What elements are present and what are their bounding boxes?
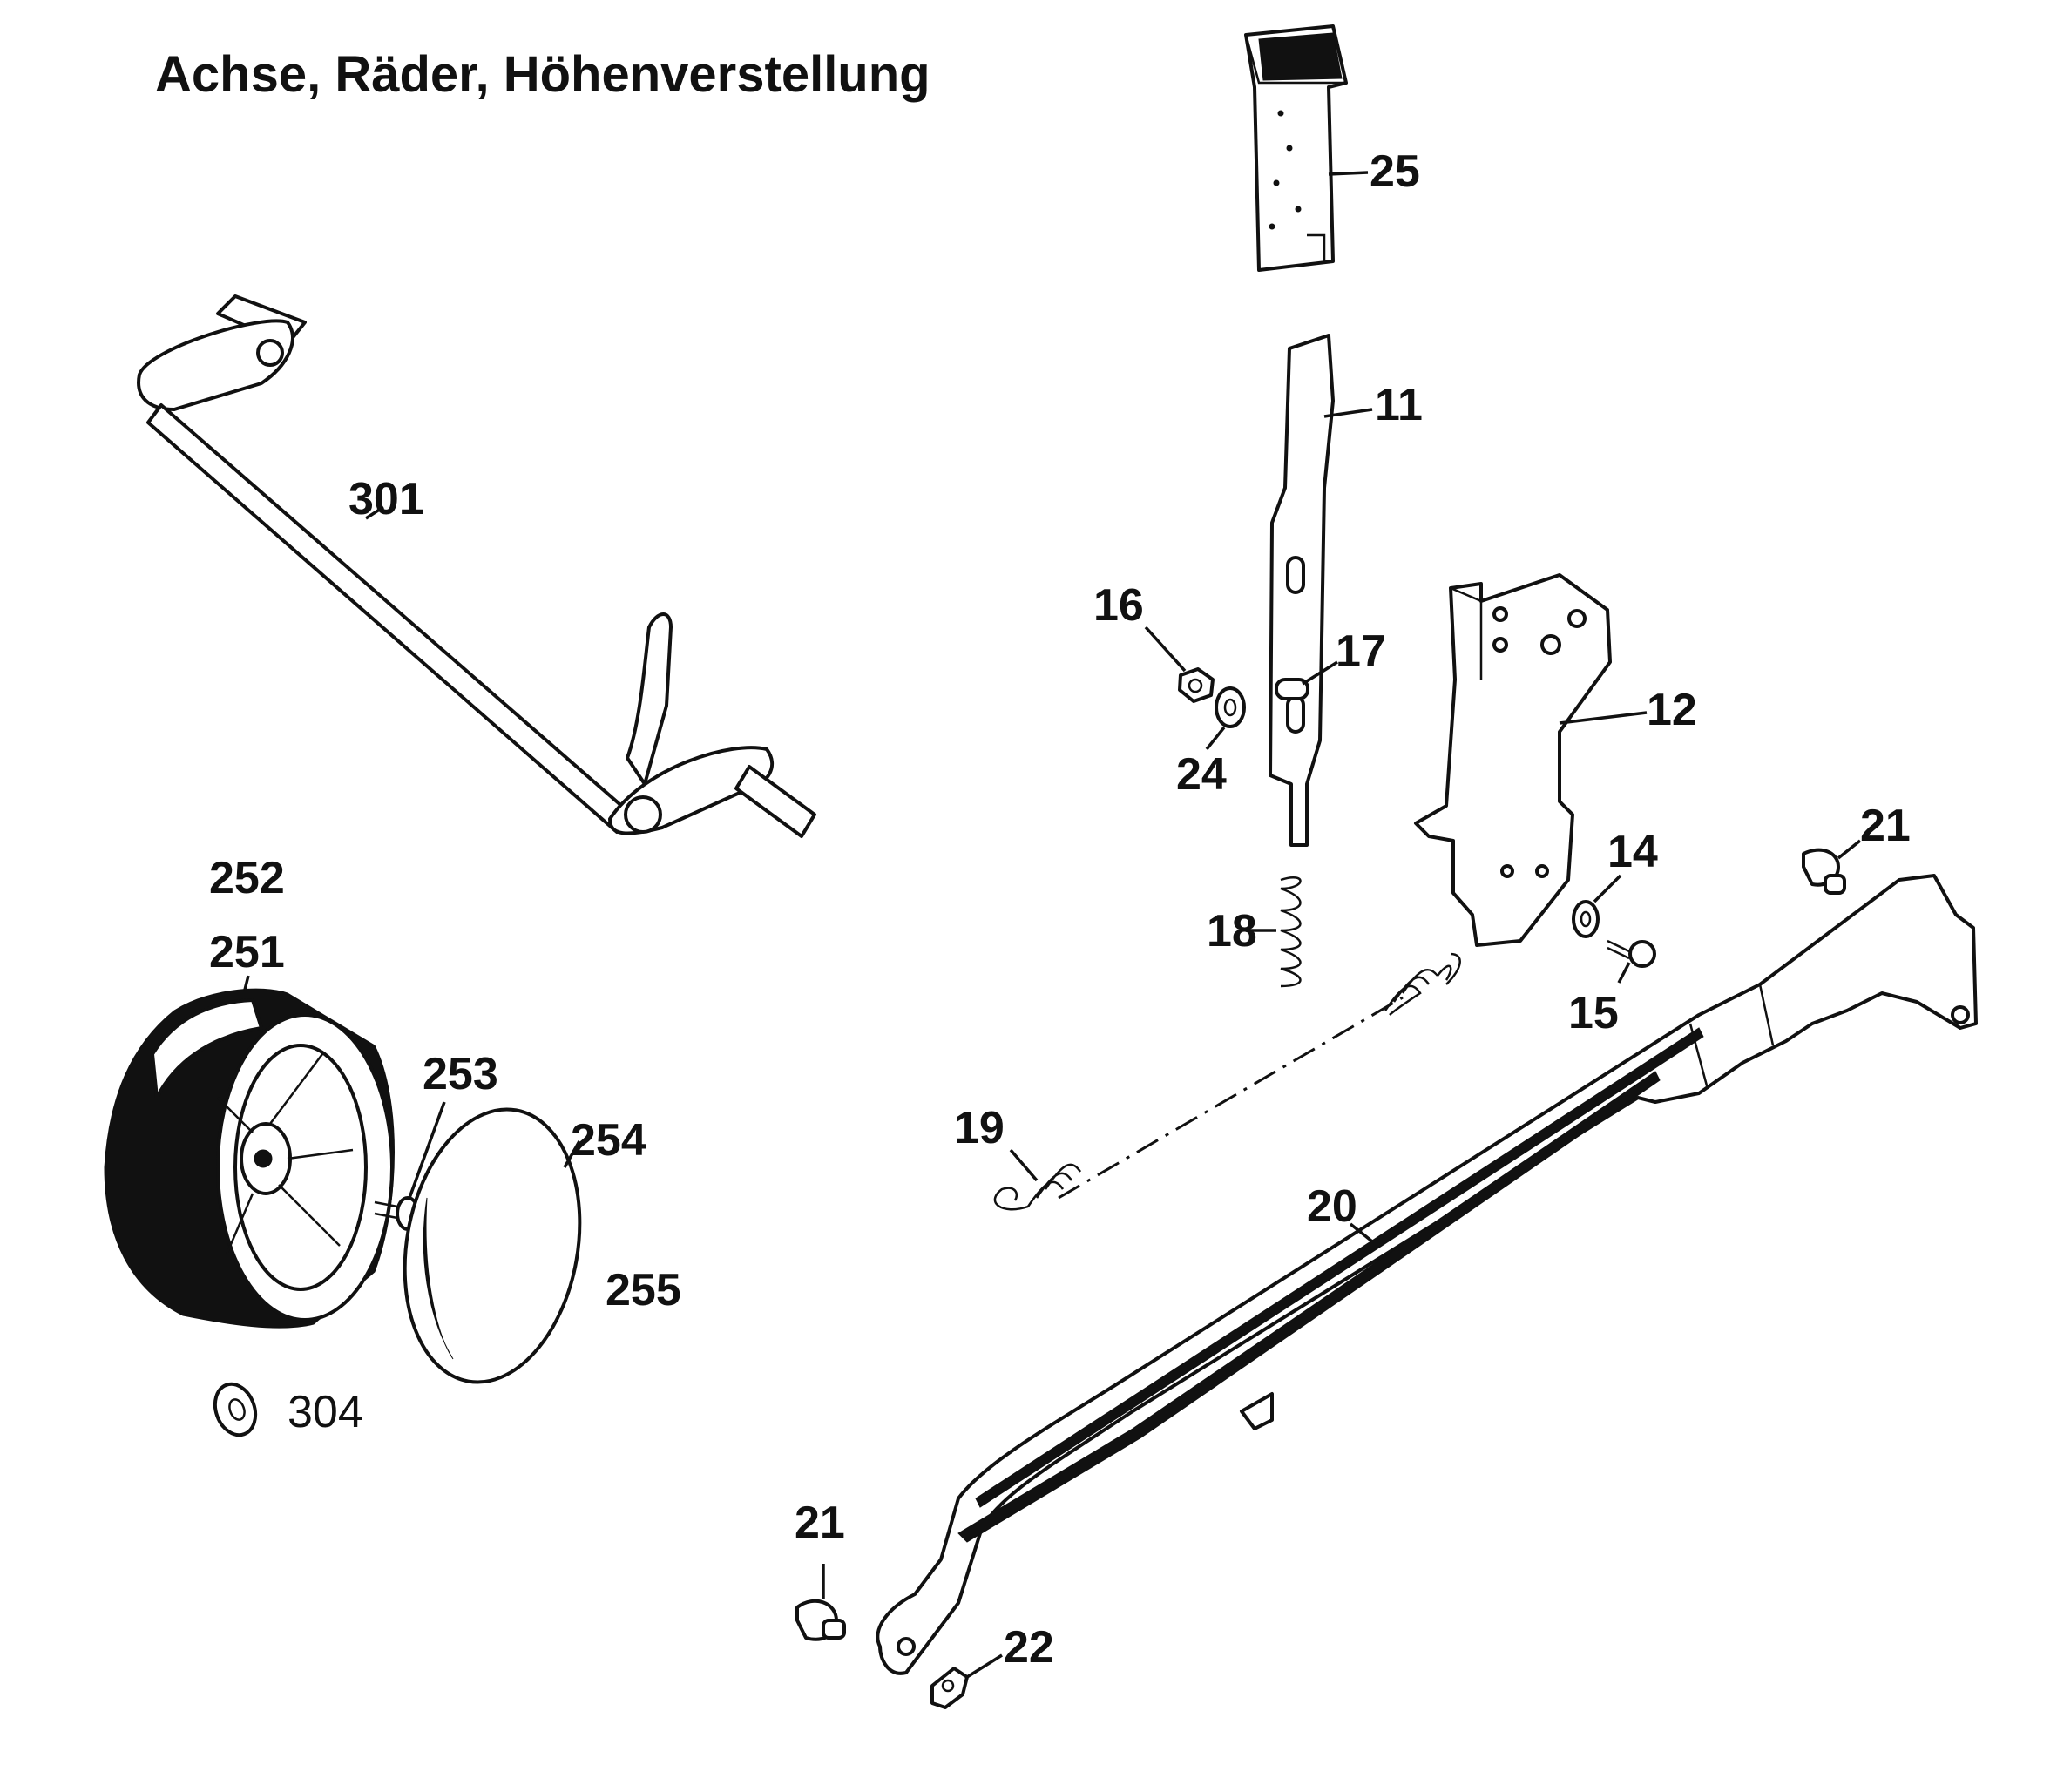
- label-304: 304: [288, 1387, 363, 1437]
- part-24-washer: [1215, 686, 1246, 728]
- label-252: 252: [209, 853, 285, 903]
- label-17: 17: [1336, 626, 1386, 677]
- label-253: 253: [423, 1049, 498, 1099]
- part-21-cap-lower: [795, 1599, 846, 1641]
- label-14: 14: [1607, 827, 1658, 877]
- part-17-bolt: [1275, 678, 1309, 700]
- label-12: 12: [1647, 685, 1697, 735]
- label-25: 25: [1370, 146, 1420, 197]
- label-254: 254: [571, 1115, 646, 1166]
- part-21-cap-upper: [1802, 848, 1846, 895]
- part-301-axle: [137, 294, 816, 838]
- label-18: 18: [1207, 906, 1257, 957]
- part-251-252-wheel: [104, 988, 395, 1329]
- part-18-spring: [1280, 876, 1302, 988]
- label-21-upper: 21: [1860, 801, 1911, 851]
- diagram-title: Achse, Räder, Höhenverstellung: [155, 46, 930, 103]
- label-251: 251: [209, 927, 285, 977]
- part-16-nut: [1178, 667, 1215, 703]
- part-15-screw: [1607, 939, 1656, 968]
- label-20: 20: [1307, 1181, 1357, 1232]
- part-22-clip: [930, 1667, 969, 1709]
- part-20-adjustment-rod: [876, 874, 1978, 1675]
- part-12-bracket: [1414, 573, 1612, 947]
- label-301: 301: [348, 474, 424, 524]
- part-14-washer: [1572, 900, 1600, 938]
- label-24: 24: [1176, 749, 1227, 800]
- label-19: 19: [954, 1103, 1005, 1153]
- label-16: 16: [1093, 580, 1144, 631]
- part-304-washer: [213, 1382, 258, 1437]
- label-22: 22: [1004, 1622, 1054, 1673]
- label-15: 15: [1568, 988, 1619, 1038]
- label-11: 11: [1375, 380, 1423, 430]
- part-254-255-hubcap: [403, 1107, 582, 1384]
- label-255: 255: [606, 1265, 681, 1315]
- label-21-lower: 21: [795, 1498, 845, 1548]
- part-11-lever: [1269, 334, 1335, 847]
- part-25-grip: [1244, 24, 1348, 272]
- part-19-tension-spring: [993, 952, 1461, 1211]
